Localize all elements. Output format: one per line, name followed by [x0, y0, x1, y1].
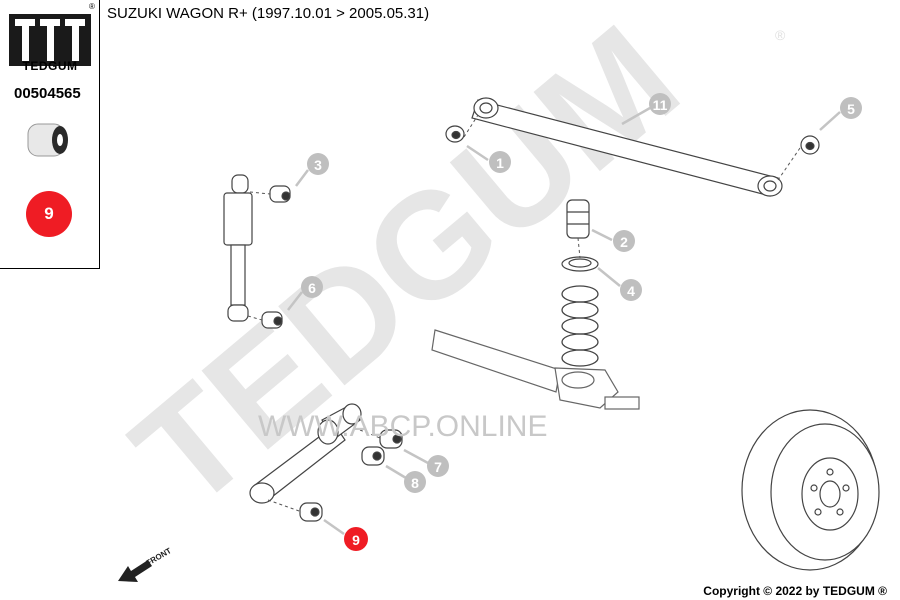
svg-text:5: 5: [847, 101, 855, 117]
bush-9: [299, 502, 323, 522]
highlight-item-badge: 9: [26, 191, 72, 237]
callout-11: 11: [649, 93, 671, 115]
callout-9-highlighted: 9: [344, 527, 368, 551]
callout-6: 6: [301, 276, 323, 298]
lateral-rod: [471, 97, 783, 197]
trailing-arm: [249, 403, 362, 504]
svg-text:4: 4: [627, 283, 635, 299]
callout-2: 2: [613, 230, 635, 252]
svg-text:6: 6: [308, 280, 316, 296]
svg-text:8: 8: [411, 475, 419, 491]
bush-5: [800, 135, 820, 155]
svg-text:3: 3: [314, 157, 322, 173]
front-label: FRONT: [145, 546, 173, 568]
brand-name: TEDGUM: [22, 59, 78, 73]
bush-6: [261, 311, 283, 329]
bush-thumbnail: [27, 123, 68, 157]
callout-4: 4: [620, 279, 642, 301]
rear-axle-beam: [431, 329, 640, 410]
callout-7: 7: [427, 455, 449, 477]
coil-spring: [561, 285, 599, 367]
shock-absorber: [223, 174, 253, 322]
bump-stop: [566, 199, 590, 239]
registered-mark: ®: [89, 2, 95, 11]
bush-8: [361, 446, 385, 466]
callout-1: 1: [489, 151, 511, 173]
bush-1: [445, 125, 465, 143]
website-watermark: WWW.ABCP.ONLINE: [258, 410, 547, 443]
wheel: [741, 409, 880, 571]
svg-text:9: 9: [352, 532, 360, 548]
svg-text:2: 2: [620, 234, 628, 250]
tedgum-logo-icon: [9, 14, 91, 66]
watermark-registered-mark: ®: [775, 27, 786, 43]
svg-text:1: 1: [496, 155, 504, 171]
copyright-notice: Copyright © 2022 by TEDGUM ®: [703, 584, 887, 598]
vehicle-title: SUZUKI WAGON R+ (1997.10.01 > 2005.05.31…: [107, 5, 430, 22]
bush-3: [269, 185, 291, 203]
part-info-panel: TEDGUM ® 00504565 9: [0, 0, 100, 269]
front-arrow-icon: FRONT: [118, 546, 173, 582]
spring-seat: [561, 256, 599, 272]
tedgum-watermark: TEDGUM: [103, 0, 709, 540]
svg-text:7: 7: [434, 459, 442, 475]
bush-7: [379, 429, 403, 449]
callout-8: 8: [404, 471, 426, 493]
callout-5: 5: [840, 97, 862, 119]
callout-3: 3: [307, 153, 329, 175]
guide-lines: [247, 114, 801, 513]
svg-text:11: 11: [653, 97, 668, 113]
part-number: 00504565: [14, 85, 81, 102]
callout-connectors: [287, 106, 841, 536]
